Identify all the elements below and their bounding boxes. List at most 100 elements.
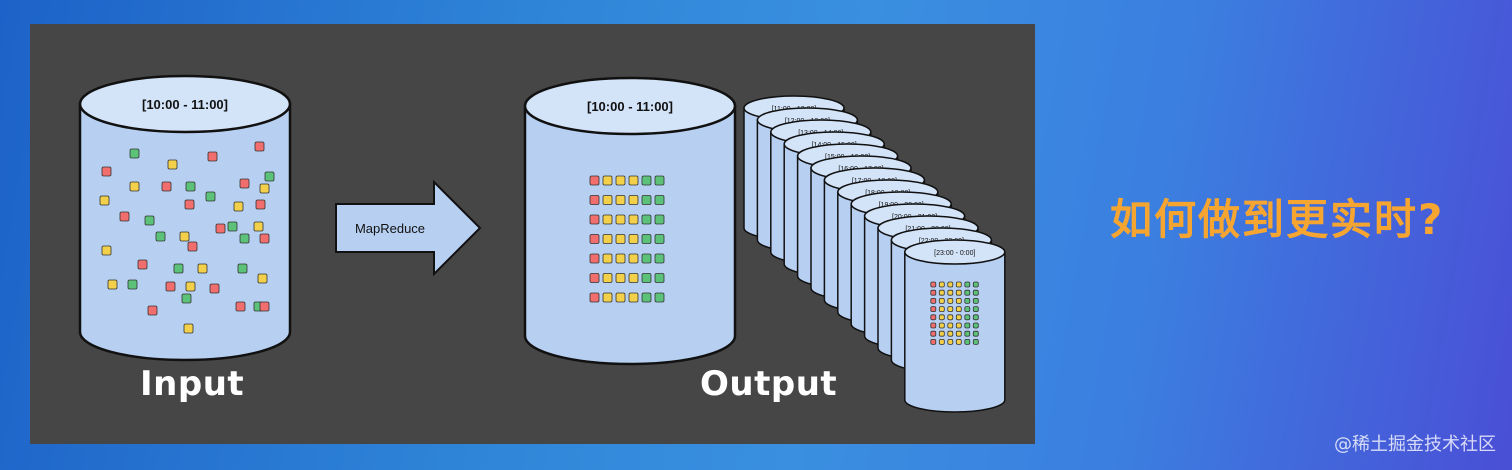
data-point (255, 199, 266, 210)
data-point (165, 281, 176, 292)
grid-cell (628, 253, 639, 264)
grid-cell (615, 273, 626, 283)
data-point (129, 181, 140, 192)
grid-cell (589, 175, 600, 186)
output-range-label: [10:00 - 11:00] (587, 99, 673, 114)
grid-cell (615, 234, 626, 244)
data-point (173, 263, 184, 274)
grid-cell (589, 273, 600, 283)
grid-cell (964, 314, 971, 321)
data-point (254, 141, 265, 152)
grid-cell (938, 314, 945, 321)
grid-cell (589, 214, 600, 225)
input-range-label: [10:00 - 11:00] (142, 97, 228, 112)
data-point (101, 166, 112, 177)
grid-cell (972, 289, 979, 296)
grid-cell (641, 273, 652, 283)
grid-cell (938, 330, 945, 337)
grid-cell (947, 322, 954, 329)
grid-cell (964, 322, 971, 329)
grid-cell (654, 273, 665, 283)
grid-cell (947, 330, 954, 337)
grid-cell (972, 330, 979, 337)
output-label: Output (700, 364, 838, 404)
grid-cell (964, 330, 971, 337)
data-point (185, 181, 196, 192)
grid-cell (964, 338, 971, 345)
data-point (264, 171, 275, 182)
data-point (237, 263, 248, 274)
grid-cell (641, 253, 652, 264)
data-point (107, 279, 118, 290)
diagram-panel: [10:00 - 11:00] MapReduce [10:00 - 11:00… (30, 24, 1035, 444)
grid-cell (938, 281, 945, 288)
grid-cell (628, 234, 639, 244)
grid-cell (947, 297, 954, 304)
grid-cell (955, 306, 962, 313)
grid-cell (955, 322, 962, 329)
data-point (119, 211, 130, 222)
data-point (205, 191, 216, 202)
mapreduce-arrow-label: MapReduce (355, 221, 425, 236)
grid-cell (947, 314, 954, 321)
grid-cell (654, 234, 665, 244)
grid-cell (641, 292, 652, 303)
grid-cell (955, 330, 962, 337)
grid-cell (628, 273, 639, 283)
grid-cell (930, 322, 937, 329)
grid-cell (602, 234, 613, 244)
data-point (184, 199, 195, 210)
grid-cell (602, 175, 613, 186)
grid-cell (947, 281, 954, 288)
data-point (259, 233, 270, 244)
grid-cell (972, 297, 979, 304)
grid-cell (654, 175, 665, 186)
data-point (101, 245, 112, 256)
data-point (137, 259, 148, 270)
data-point (167, 159, 178, 170)
grid-cell (972, 281, 979, 288)
data-point (129, 148, 140, 159)
watermark: @稀土掘金技术社区 (1334, 434, 1496, 455)
mapreduce-arrow: MapReduce (335, 179, 482, 277)
grid-cell (589, 292, 600, 303)
grid-cell (955, 281, 962, 288)
data-point (144, 215, 155, 226)
grid-cell (938, 338, 945, 345)
data-point (235, 301, 246, 312)
grid-cell (930, 330, 937, 337)
data-point (257, 273, 268, 284)
data-point (179, 231, 190, 242)
data-point (161, 181, 172, 192)
grid-cell (938, 322, 945, 329)
data-point (233, 201, 244, 212)
question-text: 如何做到更实时? (1110, 195, 1445, 244)
grid-cell (615, 175, 626, 186)
grid-cell (930, 297, 937, 304)
data-point (215, 223, 226, 234)
grid-cell (947, 306, 954, 313)
grid-cell (930, 338, 937, 345)
grid-cell (930, 314, 937, 321)
grid-cell (964, 297, 971, 304)
grid-cell (602, 195, 613, 205)
data-point (259, 301, 270, 312)
output-cylinder: [10:00 - 11:00] (523, 76, 737, 366)
grid-cell (938, 297, 945, 304)
input-label: Input (140, 364, 245, 404)
data-point (181, 293, 192, 304)
grid-cell (972, 314, 979, 321)
grid-cell (938, 289, 945, 296)
grid-cell (589, 195, 600, 205)
hourly-range-label: [23:00 - 0:00] (934, 250, 975, 257)
grid-cell (615, 253, 626, 264)
data-point (183, 323, 194, 334)
input-data-points (99, 141, 275, 334)
grid-cell (947, 289, 954, 296)
grid-cell (654, 292, 665, 303)
grid-cell (615, 292, 626, 303)
grid-cell (602, 273, 613, 283)
grid-cell (964, 306, 971, 313)
grid-cell (628, 175, 639, 186)
hourly-cylinder: [23:00 - 0:00] (904, 239, 1006, 413)
